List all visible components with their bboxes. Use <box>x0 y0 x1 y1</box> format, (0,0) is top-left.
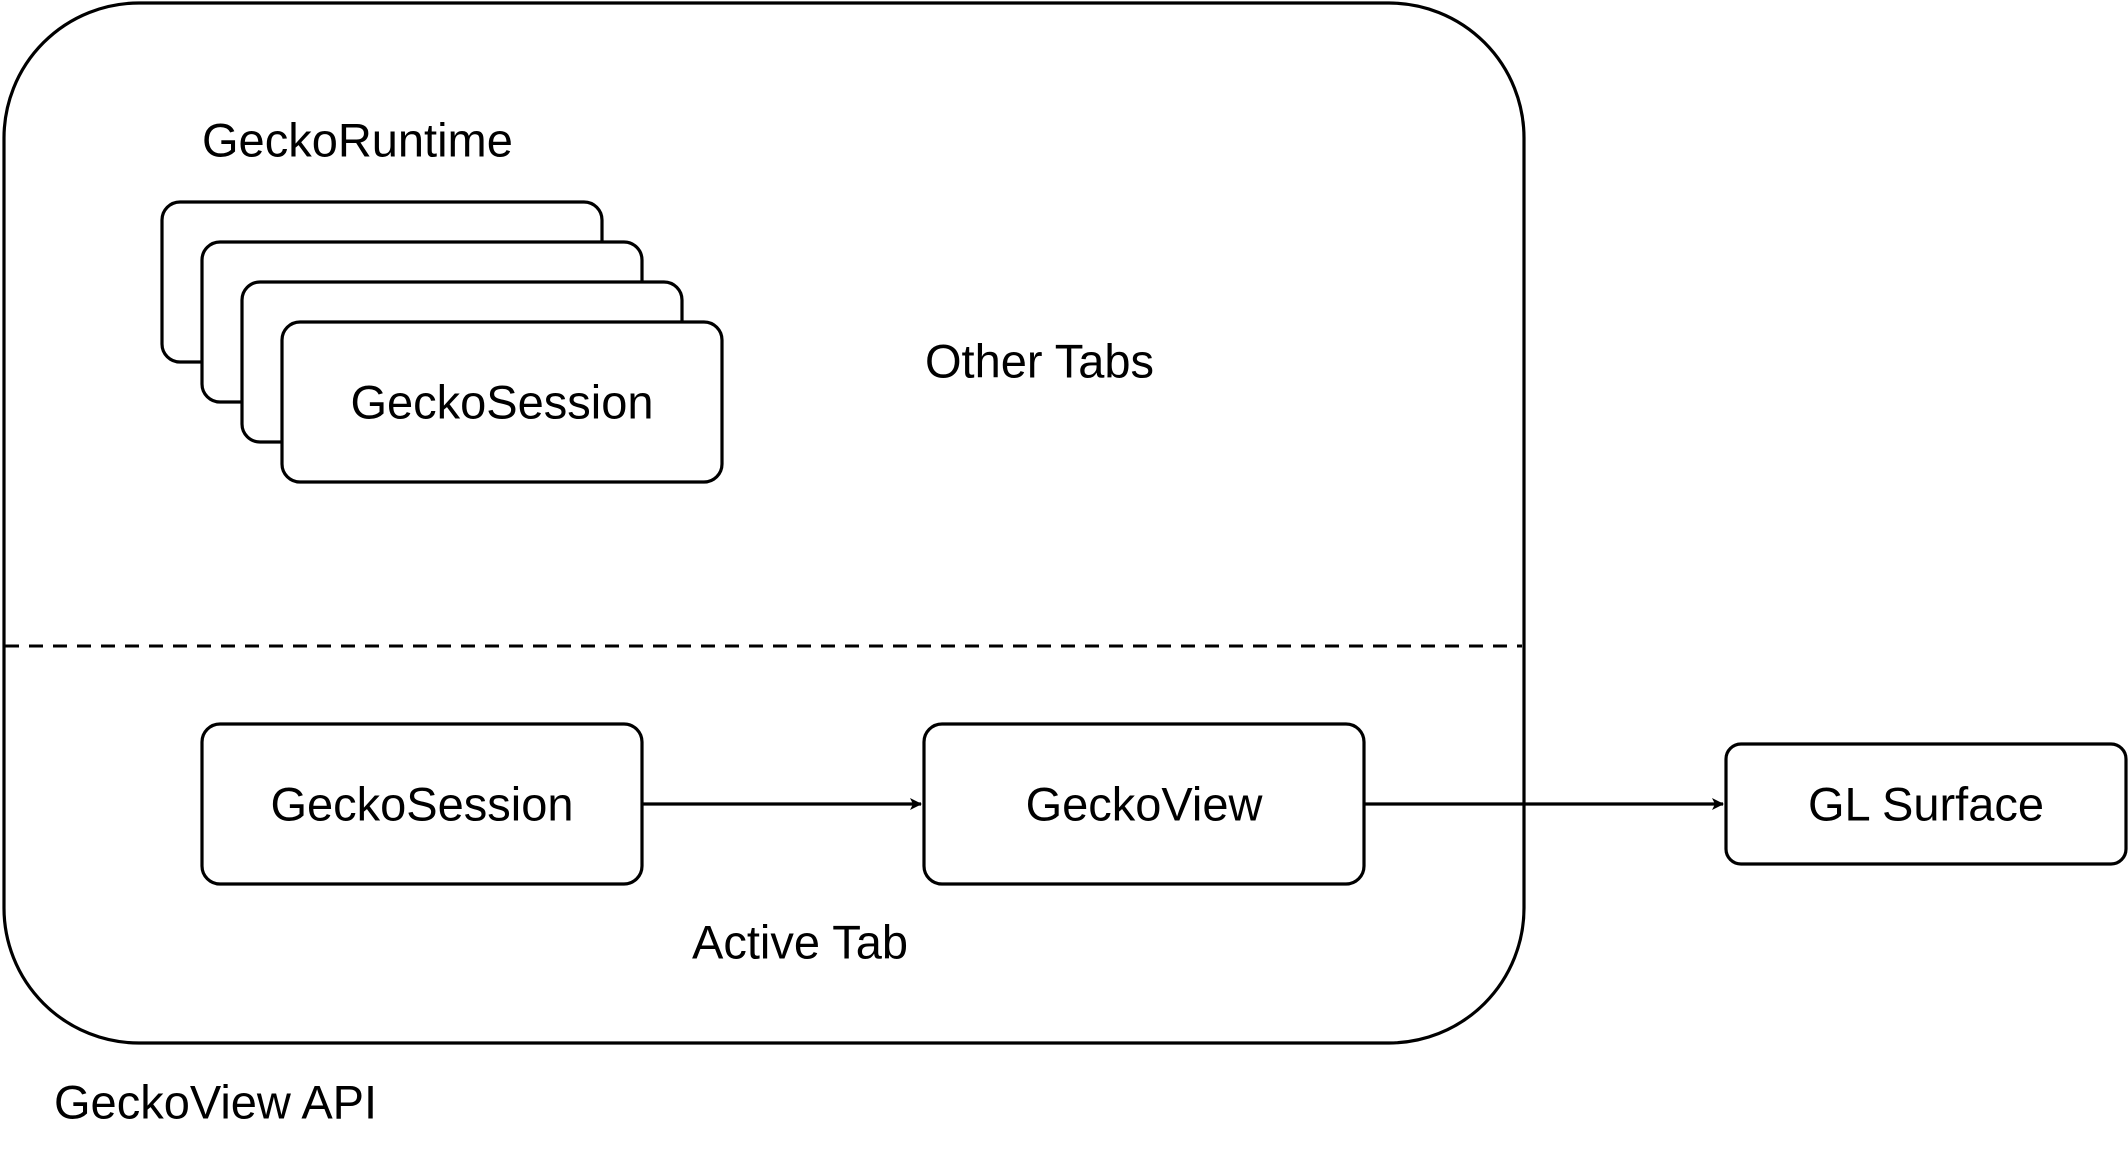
stacked-sessions: GeckoSession <box>160 200 724 484</box>
active-session-node: GeckoSession <box>200 722 644 886</box>
geckoview-label: GeckoView <box>1026 778 1264 831</box>
geckoview-node: GeckoView <box>922 722 1366 886</box>
stacked-session-label: GeckoSession <box>350 376 653 429</box>
other-tabs-label: Other Tabs <box>925 335 1154 388</box>
active-session-label: GeckoSession <box>270 778 573 831</box>
active-tab-label: Active Tab <box>692 916 908 969</box>
runtime-label: GeckoRuntime <box>202 114 513 167</box>
gl-surface-node: GL Surface <box>1724 742 2128 866</box>
container-label: GeckoView API <box>54 1076 377 1129</box>
gl-surface-label: GL Surface <box>1808 778 2044 831</box>
stacked-session-box-4 <box>280 320 724 484</box>
